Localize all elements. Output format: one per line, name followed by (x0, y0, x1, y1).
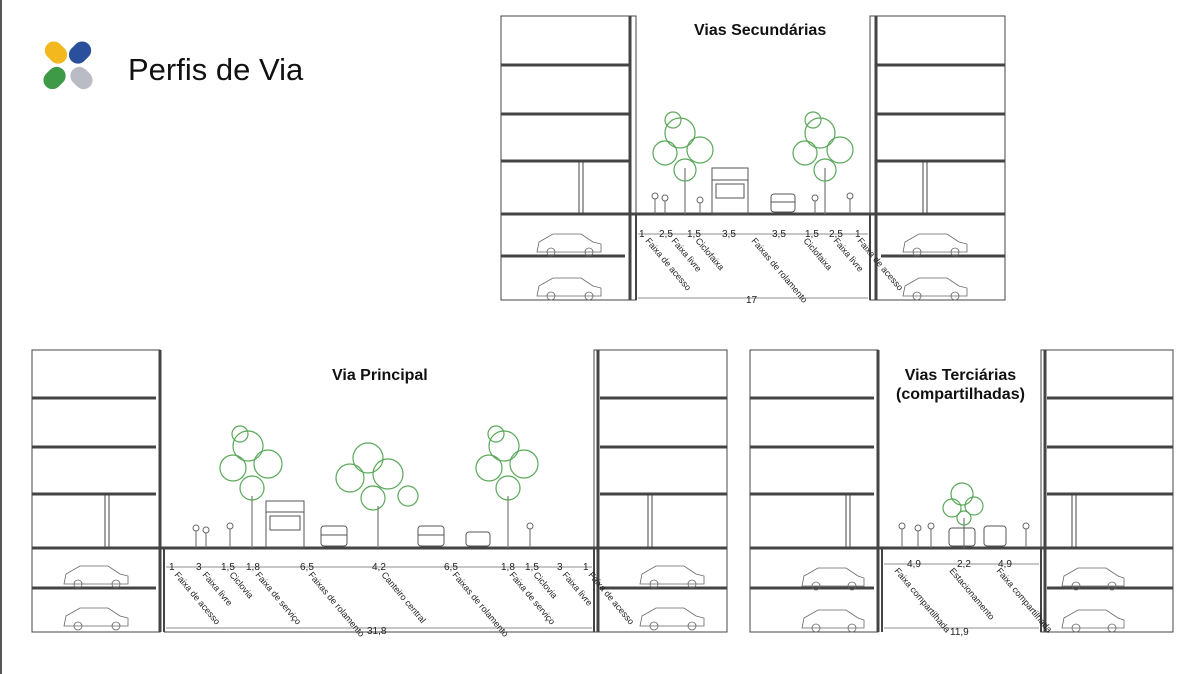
width-label: 4,9 (998, 559, 1012, 570)
tree-icon (652, 111, 714, 214)
zone-label: Ciclovia (227, 570, 255, 601)
section-drawing-principal: 1 3 1,5 1,8 6,5 4,2 6,5 1,8 1,5 3 1 Faix… (31, 349, 728, 639)
building-left (749, 349, 882, 633)
zone-label: Faixas de rolamento (749, 236, 809, 305)
width-label: 3,5 (722, 229, 736, 240)
section-title-line: Vias Terciárias (904, 367, 1017, 384)
car-icon (948, 527, 976, 547)
width-label: 1 (169, 562, 175, 573)
zone-labels: Faixa de acesso Faixa livre Ciclofaixa F… (643, 236, 905, 305)
width-label: 1,8 (246, 562, 260, 573)
building-right (869, 15, 1006, 301)
zone-label: Ciclofaixa (801, 236, 834, 272)
bus-icon (265, 500, 305, 549)
section-drawing-secundarias: 1 2,5 1,5 3,5 3,5 1,5 2,5 1 Faixa de ace… (500, 15, 1006, 306)
tree-icon (942, 482, 984, 548)
left-edge-line (0, 0, 2, 674)
width-label: 1 (583, 562, 589, 573)
car-icon (983, 525, 1007, 547)
section-title-line: Vias Secundárias (694, 22, 827, 39)
width-label: 2,2 (957, 559, 971, 570)
tree-icon (792, 111, 854, 214)
width-label: 3,5 (772, 229, 786, 240)
zone-label: Estacionamento (947, 566, 996, 622)
width-label: 6,5 (444, 562, 458, 573)
section-drawing-terciarias: 4,9 2,2 4,9 Faixa compartilhada Estacion… (749, 349, 1174, 638)
building-right (1040, 349, 1174, 633)
tree-icon (219, 425, 283, 548)
car-icon (770, 193, 796, 213)
width-label: 3 (196, 562, 202, 573)
zone-label: Faixa de acesso (643, 236, 693, 293)
width-label: 2,5 (659, 229, 673, 240)
page-title: Perfis de Via (128, 52, 304, 87)
tree-icon (475, 425, 539, 548)
width-label: 1,8 (501, 562, 515, 573)
dimension-widths: 1 2,5 1,5 3,5 3,5 1,5 2,5 1 (639, 229, 861, 240)
zone-label: Faixa compartilhada (892, 566, 952, 635)
car-icon (417, 525, 445, 547)
building-left (31, 349, 164, 633)
zone-label: Faixas de rolamento (306, 570, 366, 639)
width-label: 4,9 (907, 559, 921, 570)
section-title-principal: Via Principal (332, 366, 428, 385)
bus-icon (711, 167, 749, 215)
section-title-secundarias: Vias Secundárias (694, 21, 826, 40)
width-label: 6,5 (300, 562, 314, 573)
building-left (500, 15, 637, 301)
width-label: 1,5 (221, 562, 235, 573)
zone-label: Faixa de serviço (507, 570, 557, 627)
section-title-line: Via Principal (332, 367, 428, 384)
zone-label: Faixas de rolamento (450, 570, 510, 639)
width-label: 3 (557, 562, 563, 573)
zone-labels: Faixa compartilhada Estacionamento Faixa… (892, 566, 1054, 635)
width-label: 2,5 (829, 229, 843, 240)
zone-label: Faixa de serviço (253, 570, 303, 627)
width-label: 1 (855, 229, 861, 240)
width-label: 1,5 (805, 229, 819, 240)
width-label: 4,2 (372, 562, 386, 573)
width-label: 1 (639, 229, 645, 240)
building-right (593, 349, 728, 633)
tree-icon (335, 442, 419, 548)
total-width: 11,9 (950, 627, 969, 638)
width-label: 1,5 (525, 562, 539, 573)
width-label: 1,5 (687, 229, 701, 240)
dimension-widths: 1 3 1,5 1,8 6,5 4,2 6,5 1,8 1,5 3 1 (169, 562, 589, 573)
total-width: 31,8 (367, 626, 387, 637)
logo-icon (43, 41, 93, 90)
section-title-terciarias: Vias Terciárias (compartilhadas) (896, 366, 1025, 404)
car-icon (465, 531, 491, 547)
car-icon (320, 525, 348, 547)
total-width: 17 (746, 295, 758, 306)
zone-labels: Faixa de acesso Faixa livre Ciclovia Fai… (172, 570, 636, 639)
zone-label: Canteiro central (379, 570, 428, 625)
section-title-line: (compartilhadas) (896, 386, 1025, 403)
dimension-widths: 4,9 2,2 4,9 (907, 559, 1012, 570)
